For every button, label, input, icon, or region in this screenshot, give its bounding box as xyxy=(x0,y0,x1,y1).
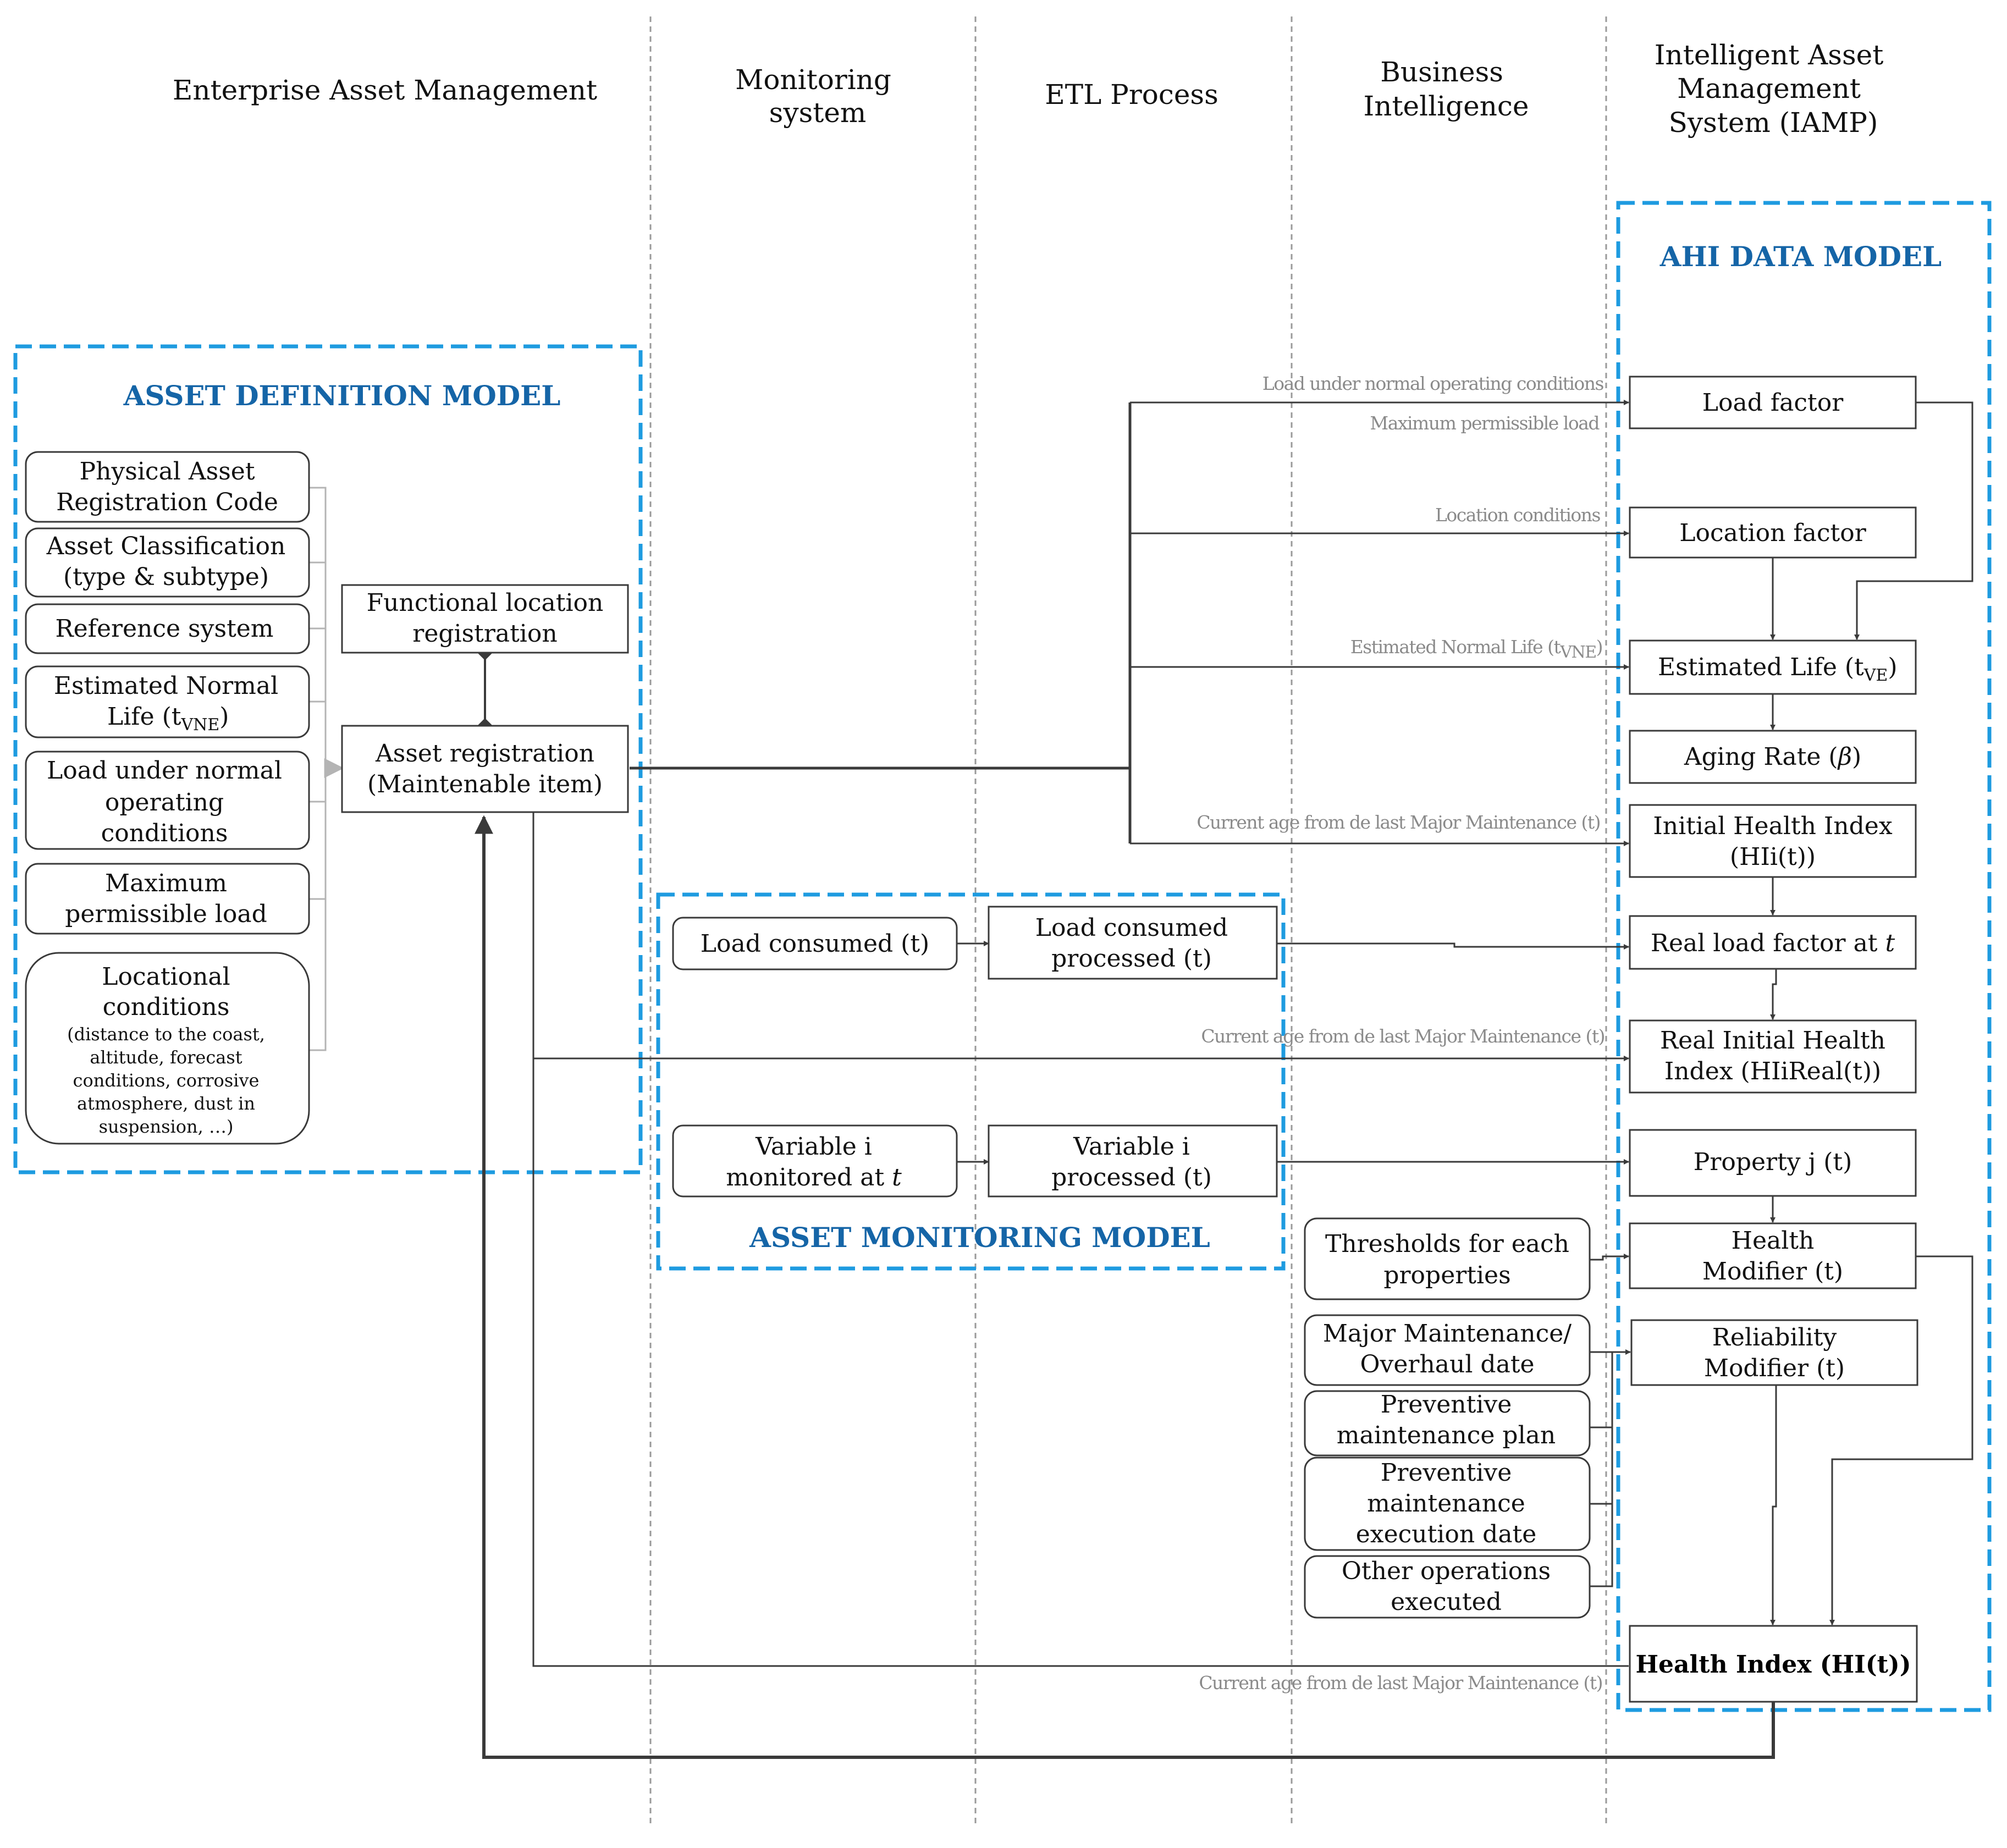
real-load-factor-box: Real load factor at t xyxy=(1629,915,1917,970)
ahi-data-model-frame xyxy=(1616,201,1992,1712)
asset-classification-box: Asset Classification(type & subtype) xyxy=(25,527,310,598)
reference-system-box: Reference system xyxy=(25,603,310,654)
health-index-feedback-loop xyxy=(475,815,1775,1759)
column-title-bi: Business Intelligence xyxy=(1363,56,1529,122)
svg-text:Estimated Life (tVE): Estimated Life (tVE) xyxy=(1658,653,1897,685)
svg-text:Estimated Normal: Estimated Normal xyxy=(54,672,278,700)
svg-text:Location factor: Location factor xyxy=(1679,519,1866,547)
flow-label-location-conditions: Location conditions xyxy=(1435,504,1601,526)
column-title-monitoring: Monitoring system xyxy=(735,64,900,129)
asset-monitoring-model-frame xyxy=(656,892,1286,1271)
estimated-normal-life-box: Estimated Normal Life (tVNE) xyxy=(25,665,310,738)
column-title-eam: Enterprise Asset Management xyxy=(173,74,597,106)
load-processed-to-real-load-factor xyxy=(1277,942,1629,950)
svg-text:Aging Rate (β): Aging Rate (β) xyxy=(1684,743,1861,771)
aging-rate-box: Aging Rate (β) xyxy=(1629,730,1917,784)
asset-current-age-line xyxy=(532,812,1629,1667)
svg-text:Reference system: Reference system xyxy=(55,615,273,643)
flow-label-estimated-normal-life: Estimated Normal Life (tVNE) xyxy=(1350,636,1602,662)
flow-label-load-normal: Load under normal operating conditions xyxy=(1262,373,1604,394)
svg-text:Property j (t): Property j (t) xyxy=(1694,1148,1852,1176)
flow-label-current-age-initial: Current age from de last Major Maintenan… xyxy=(1197,812,1600,833)
major-maintenance-box: Major Maintenance/Overhaul date xyxy=(1304,1314,1591,1386)
svg-text:Load consumed (t): Load consumed (t) xyxy=(701,930,929,958)
asset-registration-box: Asset registration(Maintenable item) xyxy=(341,725,629,813)
property-j-box: Property j (t) xyxy=(1629,1129,1917,1197)
maintenance-bracket xyxy=(1590,1351,1613,1587)
estimated-life-box: Estimated Life (tVE) xyxy=(1629,639,1917,695)
flow-label-current-age-health-index: Current age from de last Major Maintenan… xyxy=(1199,1672,1602,1693)
asset-to-iamp-trunk xyxy=(630,402,1132,843)
ahi-data-model-title: AHI DATA MODEL xyxy=(1659,240,1942,273)
asset-monitoring-model-title: ASSET MONITORING MODEL xyxy=(749,1221,1210,1254)
svg-text:Life (tVNE): Life (tVNE) xyxy=(107,703,229,735)
definition-items-bracket xyxy=(309,487,327,1051)
asset-definition-model-title: ASSET DEFINITION MODEL xyxy=(123,379,561,412)
flow-label-current-age-real: Current age from de last Major Maintenan… xyxy=(1201,1025,1605,1047)
column-title-etl: ETL Process xyxy=(1045,79,1218,111)
flow-label-max-load: Maximum permissible load xyxy=(1370,412,1600,434)
thresholds-to-health-modifier xyxy=(1590,1254,1629,1261)
svg-text:(distance to the coast,altitud: (distance to the coast,altitude, forecas… xyxy=(67,1024,265,1137)
svg-text:Initial Health Index(HIi(t)): Initial Health Index(HIi(t)) xyxy=(1653,812,1892,871)
svg-text:Load factor: Load factor xyxy=(1702,389,1844,417)
initial-health-index-box: Initial Health Index(HIi(t)) xyxy=(1629,804,1917,878)
svg-text:Major Maintenance/Overhaul dat: Major Maintenance/Overhaul date xyxy=(1323,1320,1572,1378)
column-dividers xyxy=(649,16,1607,1825)
asset-to-iamp-branches xyxy=(1130,400,1629,846)
svg-text:Health Index (HI(t)): Health Index (HI(t)) xyxy=(1635,1651,1911,1679)
svg-text:Asset Classification(type & su: Asset Classification(type & subtype) xyxy=(46,532,286,591)
load-factor-box: Load factor xyxy=(1629,376,1917,429)
ahi-internal-flows xyxy=(1770,401,1973,1625)
svg-text:Asset registration(Maintenable: Asset registration(Maintenable item) xyxy=(367,740,603,798)
svg-text:Real load factor at t: Real load factor at t xyxy=(1651,929,1895,957)
location-factor-box: Location factor xyxy=(1629,506,1917,559)
health-index-box: Health Index (HI(t)) xyxy=(1629,1625,1918,1703)
load-consumed-box: Load consumed (t) xyxy=(672,917,958,970)
column-title-iamp: Intelligent Asset Management System (IAM… xyxy=(1655,39,1892,139)
